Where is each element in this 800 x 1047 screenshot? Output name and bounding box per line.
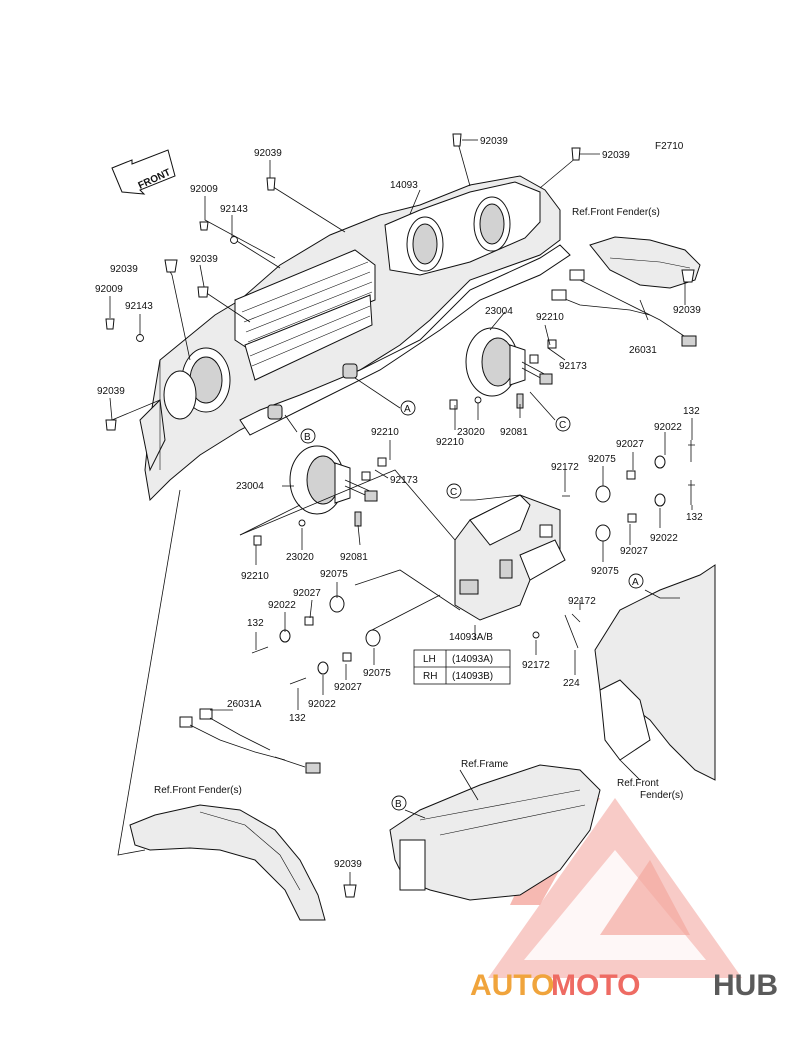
part-label: 92075 <box>363 668 391 679</box>
part-label: 92039 <box>480 136 508 147</box>
part-label: 92081 <box>500 427 528 438</box>
part-label: 92027 <box>616 439 644 450</box>
part-label: 92027 <box>334 682 362 693</box>
part-label: 92039 <box>97 386 125 397</box>
callout-c2: C <box>446 483 462 499</box>
front-fender-fragment-top <box>589 236 701 289</box>
table-side-rh: RH <box>423 671 437 682</box>
part-label: 92143 <box>220 204 248 215</box>
part-label: 92210 <box>436 437 464 448</box>
part-label: 92172 <box>551 462 579 473</box>
table-side-lh: LH <box>423 654 436 665</box>
svg-text:A: A <box>632 577 639 588</box>
svg-text:C: C <box>559 420 566 431</box>
part-label: 92039 <box>110 264 138 275</box>
headlight-23004-lower <box>253 445 387 546</box>
part-label: 92009 <box>190 184 218 195</box>
part-label: 92027 <box>293 588 321 599</box>
part-label: 26031 <box>629 345 657 356</box>
part-label: 92022 <box>268 600 296 611</box>
ref-front-fender-bottom: Ref.Front Fender(s) <box>154 785 242 796</box>
part-label: 92039 <box>334 859 362 870</box>
part-label: 92173 <box>390 475 418 486</box>
part-label: 23004 <box>236 481 264 492</box>
variant-table: LH (14093A) RH (14093B) <box>413 649 511 685</box>
part-label: 92039 <box>254 148 282 159</box>
svg-text:B: B <box>395 799 402 810</box>
part-label: 92022 <box>654 422 682 433</box>
table-part-rh: (14093B) <box>452 671 493 682</box>
svg-text:C: C <box>450 487 457 498</box>
part-label: 92210 <box>371 427 399 438</box>
callout-a2: A <box>628 573 644 589</box>
part-label: 92143 <box>125 301 153 312</box>
mounting-hardware-left <box>251 595 540 685</box>
watermark-part-auto: AUTO <box>470 969 554 1002</box>
part-label: 132 <box>683 406 700 417</box>
watermark-part-hub: HUB <box>713 969 778 1002</box>
diagram-code: F2710 <box>655 141 684 152</box>
part-label: 92075 <box>588 454 616 465</box>
part-label: 92009 <box>95 284 123 295</box>
part-label: 132 <box>247 618 264 629</box>
part-label: 92210 <box>536 312 564 323</box>
wire-harness-26031 <box>551 269 697 347</box>
part-label: 92075 <box>591 566 619 577</box>
watermark-text: AUTO MOTO HUB <box>470 969 778 1002</box>
part-label: 92039 <box>673 305 701 316</box>
part-label: 92022 <box>650 533 678 544</box>
part-label: 92039 <box>190 254 218 265</box>
part-label: 14093 <box>390 180 418 191</box>
table-part-lh: (14093A) <box>452 654 493 665</box>
part-label: 92173 <box>559 361 587 372</box>
part-label: 92022 <box>308 699 336 710</box>
part-label: 132 <box>289 713 306 724</box>
front-fender-fragment-bottom <box>129 804 326 921</box>
wire-harness-26031A <box>179 708 321 774</box>
part-label: 26031A <box>227 699 262 710</box>
bracket-14093AB <box>454 494 566 621</box>
part-label: 92172 <box>568 596 596 607</box>
part-label: 14093A/B <box>449 632 493 643</box>
part-label: 92172 <box>522 660 550 671</box>
small-fasteners <box>105 133 695 898</box>
ref-frame: Ref.Frame <box>461 759 509 770</box>
headlight-23004-upper <box>449 327 557 410</box>
callout-c1: C <box>555 416 571 432</box>
reference-labels: Ref.Front Fender(s) Ref.Front Fender(s) … <box>154 207 683 801</box>
part-label: 132 <box>686 512 703 523</box>
svg-text:A: A <box>404 404 411 415</box>
ref-front-fender-top: Ref.Front Fender(s) <box>572 207 660 218</box>
part-label: 92081 <box>340 552 368 563</box>
part-number-labels: 92039 92039 92039 14093 92009 92143 9203… <box>95 136 703 870</box>
watermark-part-moto: MOTO <box>551 969 640 1002</box>
headlight-housing-14093 <box>139 175 571 502</box>
part-label: 23020 <box>286 552 314 563</box>
part-label: 23020 <box>457 427 485 438</box>
part-label: 224 <box>563 678 580 689</box>
part-label: 23004 <box>485 306 513 317</box>
part-label: 92027 <box>620 546 648 557</box>
front-fender-fragment-right <box>594 564 716 781</box>
part-label: 92210 <box>241 571 269 582</box>
callout-a1: A <box>400 400 416 416</box>
part-label: 92039 <box>602 150 630 161</box>
front-arrow-icon: FRONT <box>111 149 176 195</box>
ref-front-1: Ref.Front <box>617 778 659 789</box>
svg-text:B: B <box>304 432 311 443</box>
callout-b1: B <box>300 428 316 444</box>
ref-front-2: Fender(s) <box>640 790 683 801</box>
callout-b2: B <box>391 795 407 811</box>
part-label: 92075 <box>320 569 348 580</box>
frame-fragment <box>389 764 601 901</box>
